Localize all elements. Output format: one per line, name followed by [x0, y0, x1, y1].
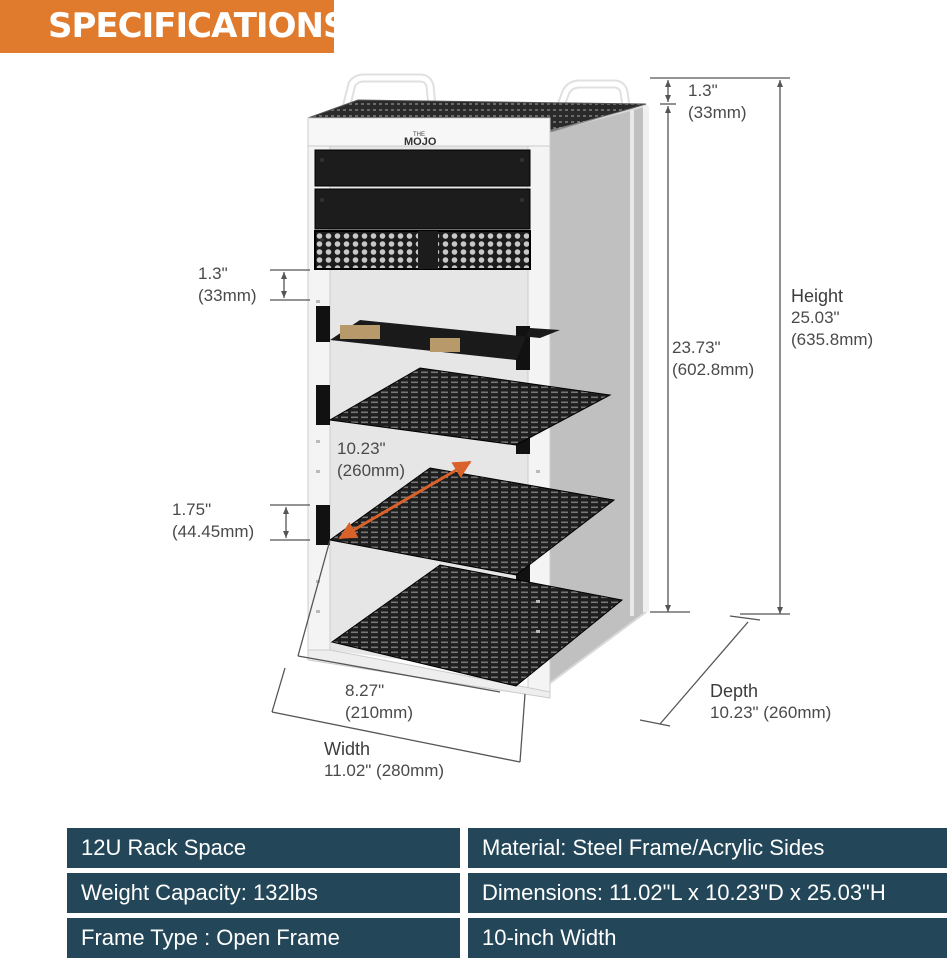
dim-shelf-depth: 10.23"(260mm): [337, 439, 406, 480]
dim-height-inner: 23.73"(602.8mm): [672, 338, 755, 379]
blank-panel-2: [314, 188, 531, 230]
handle-right: [551, 79, 631, 120]
dim-unit-left: 1.3"(33mm): [198, 264, 257, 305]
shelf-bottom: [330, 564, 624, 687]
spec-material: Material: Steel Frame/Acrylic Sides: [468, 828, 947, 868]
dim-width: Width 11.02" (280mm): [324, 739, 445, 780]
dim-height: Height 25.03"(635.8mm): [791, 286, 874, 349]
rack-illustration: THE MOJO: [270, 73, 790, 763]
spec-dimensions: Dimensions: 11.02"L x 10.23"D x 25.03"H: [468, 873, 947, 913]
logo-main: MOJO: [404, 136, 437, 148]
mounting-bracket: [316, 306, 560, 370]
shelf-depth-arrow: [338, 460, 472, 540]
spec-frame-type: Frame Type : Open Frame: [67, 918, 460, 958]
logo-top: THE: [413, 132, 425, 138]
specifications-banner: SPECIFICATIONS: [0, 0, 347, 53]
dim-top-margin: 1.3"(33mm): [688, 81, 747, 122]
dim-rack-unit: 1.75"(44.45mm): [172, 500, 255, 541]
spec-rack-space: 12U Rack Space: [67, 828, 460, 868]
spec-weight-capacity: Weight Capacity: 132lbs: [67, 873, 460, 913]
handle-left: [340, 73, 437, 114]
shelf-1: [316, 367, 612, 454]
dim-inner-width: 8.27"(210mm): [345, 681, 414, 722]
spec-width: 10-inch Width: [468, 918, 947, 958]
dim-depth: Depth 10.23" (260mm): [710, 681, 832, 722]
blank-panel-1: [314, 149, 531, 187]
